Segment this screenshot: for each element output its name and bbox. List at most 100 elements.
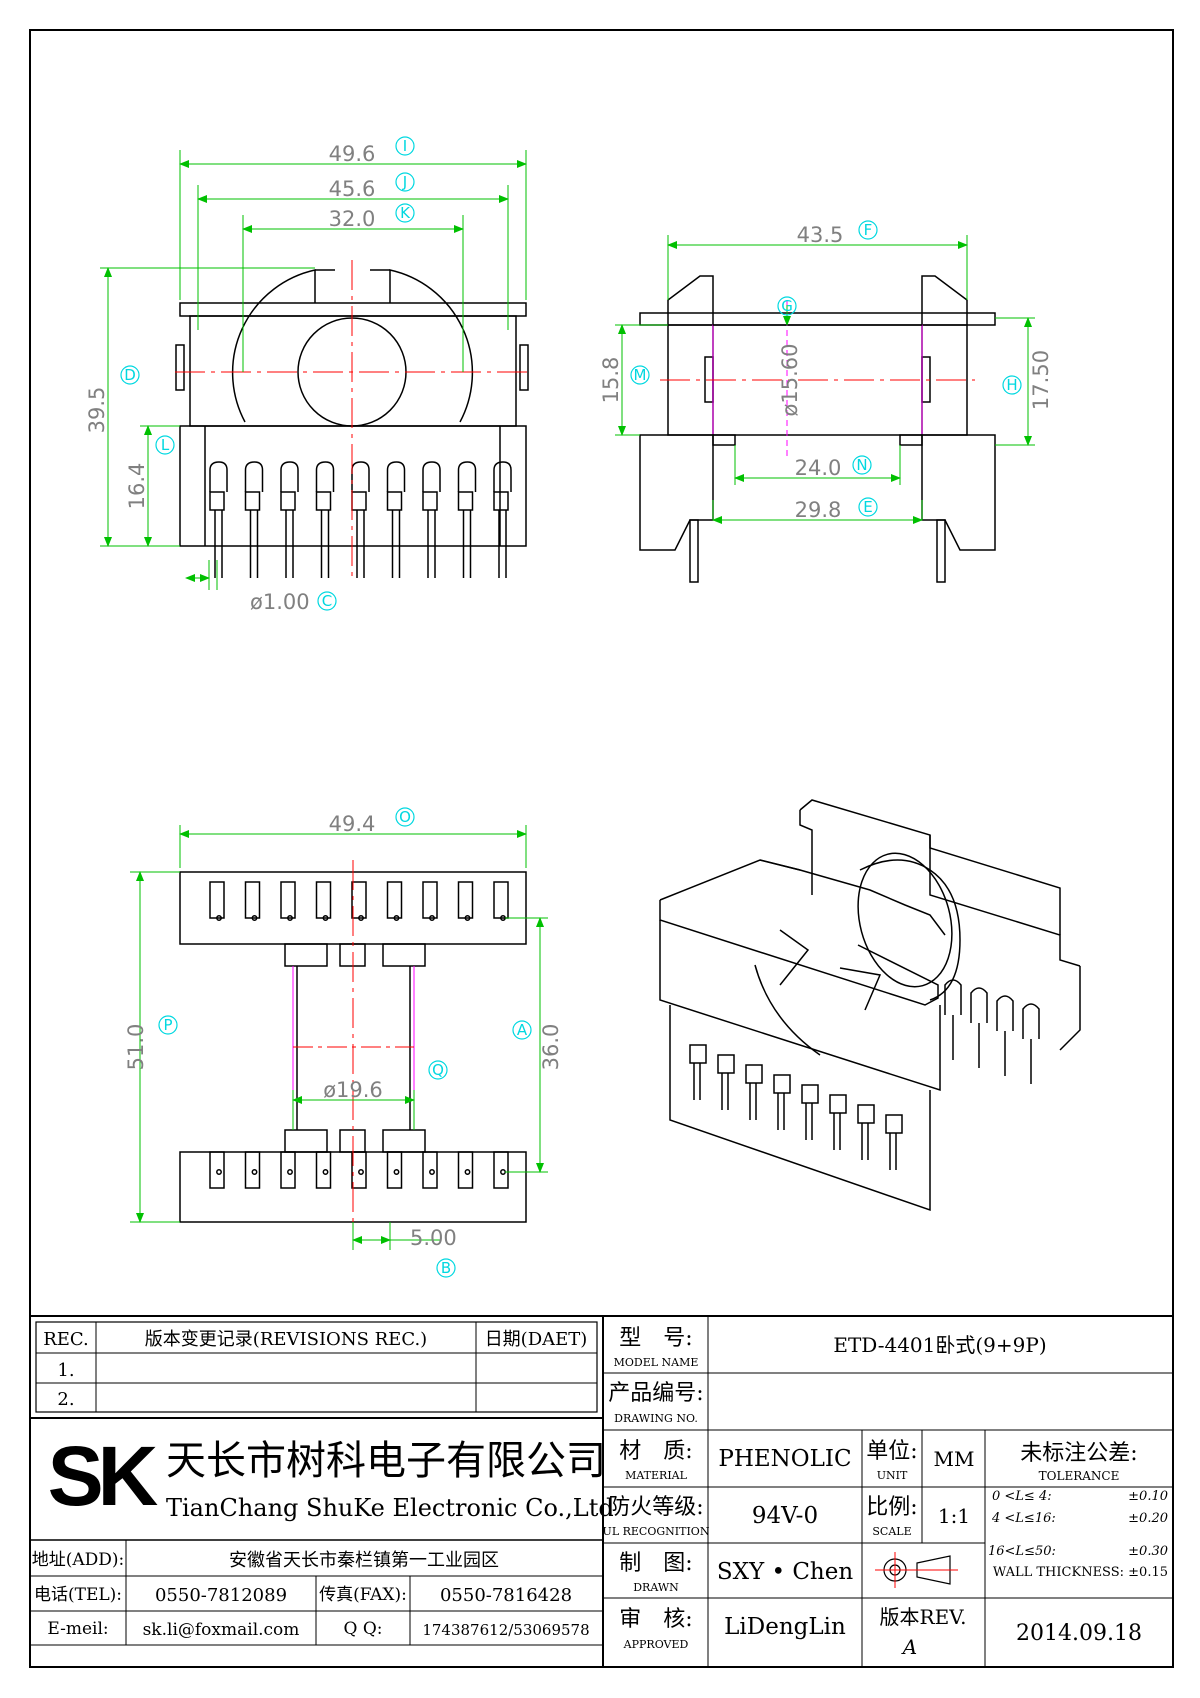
dim-P-callout: P [163, 1016, 172, 1034]
dim-N-callout: N [856, 456, 867, 474]
tel-label: 电话(TEL): [34, 1585, 122, 1605]
iso-pin-block [745, 1064, 763, 1084]
pin-hole [216, 915, 222, 921]
pin-slot [422, 1151, 438, 1189]
dim-J-callout: J [402, 173, 407, 191]
pin-hole [500, 1169, 506, 1175]
side-centerlines [660, 300, 975, 460]
pin-base [386, 491, 403, 511]
email-value: sk.li@foxmail.com [143, 1620, 300, 1640]
address-value: 安徽省天长市秦栏镇第一工业园区 [229, 1550, 499, 1571]
pin-slot [422, 881, 438, 919]
side-dimensions: 43.5 F G ø15.60 15.8 M 17.50 H 24.0 N 29… [599, 220, 1053, 522]
bottom-pins [209, 881, 509, 1189]
rev-rec-header: REC. [43, 1329, 89, 1350]
iso-pin-block [885, 1114, 903, 1134]
drawn-value: SXY • Chen [717, 1559, 854, 1585]
pin-base [209, 491, 225, 511]
iso-pins [689, 979, 1040, 1170]
approved-value: LiDengLin [724, 1614, 846, 1640]
ul-label-cn: 防火等级: [608, 1495, 703, 1520]
revision-value: A [901, 1635, 917, 1659]
dim-H-value: 17.50 [1029, 350, 1053, 410]
unit-label-cn: 单位: [866, 1439, 917, 1464]
dim-K-value: 32.0 [329, 207, 376, 231]
pin-hole [322, 1169, 329, 1175]
fax-value: 0550-7816428 [440, 1585, 572, 1606]
pin-base [244, 491, 261, 511]
model-value: ETD-4401卧式(9+9P) [833, 1333, 1046, 1357]
dim-E-callout: E [863, 498, 872, 516]
pin-hook [244, 461, 264, 492]
model-label-cn: 型 号: [619, 1326, 692, 1351]
pin-hook [351, 461, 370, 492]
pin-hole [393, 1169, 400, 1175]
dim-C-callout: C [322, 592, 332, 610]
rev-row-1: 1. [57, 1360, 74, 1381]
unit-label-en: UNIT [877, 1469, 908, 1482]
dim-P-value: 51.0 [124, 1024, 148, 1071]
qq-label: Q Q: [343, 1619, 382, 1639]
iso-pin-block [801, 1084, 819, 1104]
dim-C-value: ø1.00 [250, 590, 310, 614]
dim-O-callout: O [399, 808, 411, 826]
company-name-en: TianChang ShuKe Electronic Co.,Ltd [166, 1494, 614, 1522]
pin-hook [280, 461, 299, 492]
sheet-border [29, 29, 1174, 1668]
pin-hole [358, 915, 364, 921]
pin-slot [280, 1151, 296, 1189]
dim-I-callout: I [403, 137, 407, 155]
dim-H-callout: H [1006, 376, 1017, 394]
fax-label: 传真(FAX): [319, 1585, 407, 1605]
pin-hole [251, 1169, 258, 1175]
dim-J-value: 45.6 [329, 177, 376, 201]
drawing-no-label-cn: 产品编号: [608, 1381, 703, 1406]
iso-pin-block [857, 1104, 875, 1124]
qq-value: 174387612/53069578 [422, 1621, 589, 1639]
scale-value: 1:1 [938, 1504, 970, 1528]
tolerance-row-1-range: 0 <L≤ 4: [992, 1489, 1052, 1504]
iso-pin-block [773, 1074, 791, 1094]
scale-label-en: SCALE [872, 1525, 911, 1538]
drawing-no-label-en: DRAWING NO. [614, 1412, 698, 1425]
dim-A-value: 36.0 [539, 1024, 563, 1071]
pin-hole [216, 1169, 222, 1175]
drawn-label-cn: 制 图: [619, 1551, 692, 1576]
pin-hook [386, 461, 406, 492]
pin-hole [287, 1169, 293, 1175]
model-label-en: MODEL NAME [614, 1356, 699, 1369]
pin-slot [386, 1151, 403, 1189]
bottom-centerlines [293, 860, 414, 1240]
dim-N-value: 24.0 [795, 456, 842, 480]
iso-pin-block [717, 1054, 735, 1074]
pin-slot [386, 881, 403, 919]
dim-L-callout: L [161, 436, 170, 454]
rev-date-header: 日期(DAET) [485, 1329, 588, 1350]
tolerance-row-3-tol: ±0.30 [1128, 1544, 1168, 1559]
pin-hole [464, 915, 471, 921]
bottom-dimension-lines [130, 825, 548, 1250]
dim-F-value: 43.5 [797, 223, 844, 247]
dim-I-value: 49.6 [329, 142, 376, 166]
dim-M-callout: M [634, 366, 647, 384]
pin-slot [493, 1151, 509, 1189]
pin-hole [464, 1169, 471, 1175]
pin-hook [493, 461, 512, 492]
unit-value: MM [934, 1447, 975, 1471]
date-value: 2014.09.18 [1016, 1621, 1142, 1646]
approved-label-en: APPROVED [623, 1638, 689, 1651]
wall-thickness: WALL THICKNESS: ±0.15 [993, 1565, 1168, 1580]
bottom-dimensions: 49.4 O 51.0 P 36.0 A Q ø19.6 5.00 B [124, 807, 563, 1278]
material-label-en: MATERIAL [625, 1469, 688, 1482]
pin-slot [209, 881, 225, 919]
iso-pin-hook [996, 995, 1014, 1031]
pin-base [422, 491, 438, 511]
ul-label-en: UL RECOGNITION [603, 1525, 710, 1538]
dim-Q-callout: Q [432, 1061, 444, 1079]
rev-title-header: 版本变更记录(REVISIONS REC.) [145, 1329, 427, 1350]
pin-slot [315, 881, 332, 919]
pin-slot [493, 881, 509, 919]
material-value: PHENOLIC [718, 1446, 851, 1472]
isometric-view [659, 799, 1081, 1212]
